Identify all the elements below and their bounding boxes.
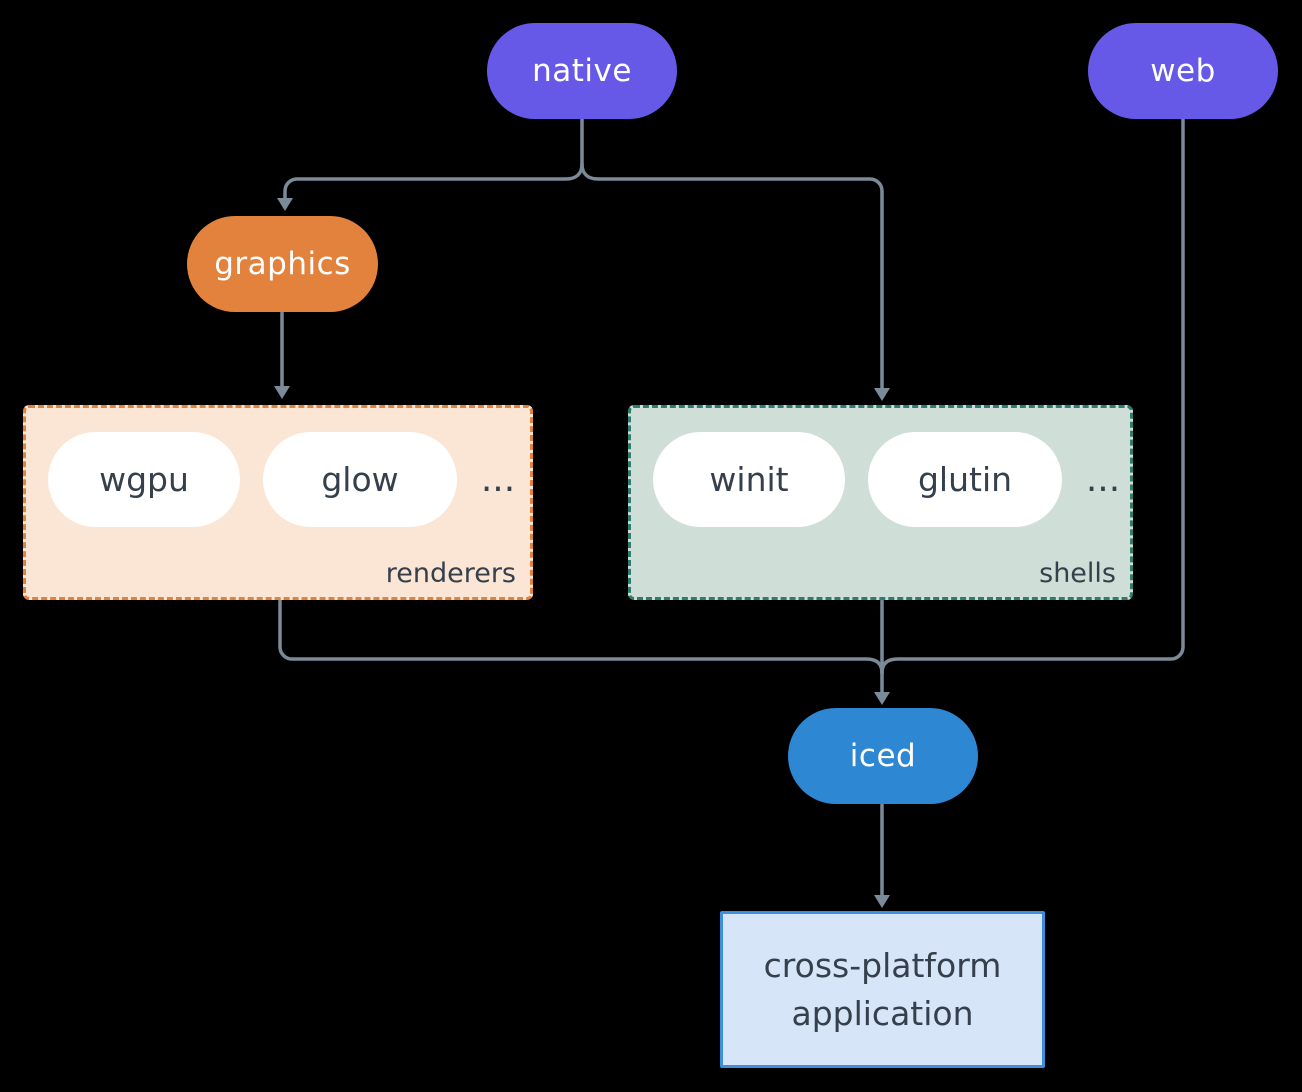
edge-native-to-shells <box>580 162 884 390</box>
group-shells: winit glutin ... shells <box>628 405 1133 600</box>
edge-web-to-iced <box>880 117 1185 675</box>
arrowhead-into-iced-icon <box>874 692 890 705</box>
node-cross-platform-application: cross-platform application <box>720 911 1045 1068</box>
node-glutin-label: glutin <box>917 460 1013 499</box>
node-iced: iced <box>788 708 978 804</box>
edge-native-to-graphics <box>283 117 584 200</box>
group-shells-label: shells <box>1039 558 1116 589</box>
arrowhead-into-renderers-icon <box>274 386 290 399</box>
node-native: native <box>487 23 677 119</box>
node-wgpu: wgpu <box>48 432 240 527</box>
arrowhead-into-graphics-icon <box>277 198 293 211</box>
shells-ellipsis: ... <box>1085 459 1121 500</box>
arrowhead-into-shells-icon <box>874 388 890 401</box>
node-glow-label: glow <box>321 460 399 499</box>
app-label-line-2: application <box>791 993 974 1033</box>
node-web: web <box>1088 23 1278 119</box>
node-winit-label: winit <box>709 460 789 499</box>
arrowhead-into-app-icon <box>874 895 890 908</box>
node-web-label: web <box>1150 53 1216 89</box>
node-iced-label: iced <box>849 738 917 774</box>
node-graphics-label: graphics <box>214 246 351 282</box>
group-renderers-label: renderers <box>385 558 516 589</box>
app-label-line-1: cross-platform <box>763 945 1002 985</box>
node-glow: glow <box>263 432 457 527</box>
node-native-label: native <box>532 53 632 89</box>
node-glutin: glutin <box>868 432 1062 527</box>
edge-renderers-to-iced <box>278 599 884 675</box>
group-renderers: wgpu glow ... renderers <box>23 405 533 600</box>
renderers-ellipsis: ... <box>480 459 516 500</box>
node-winit: winit <box>653 432 845 527</box>
node-graphics: graphics <box>187 216 378 312</box>
node-wgpu-label: wgpu <box>99 460 189 499</box>
